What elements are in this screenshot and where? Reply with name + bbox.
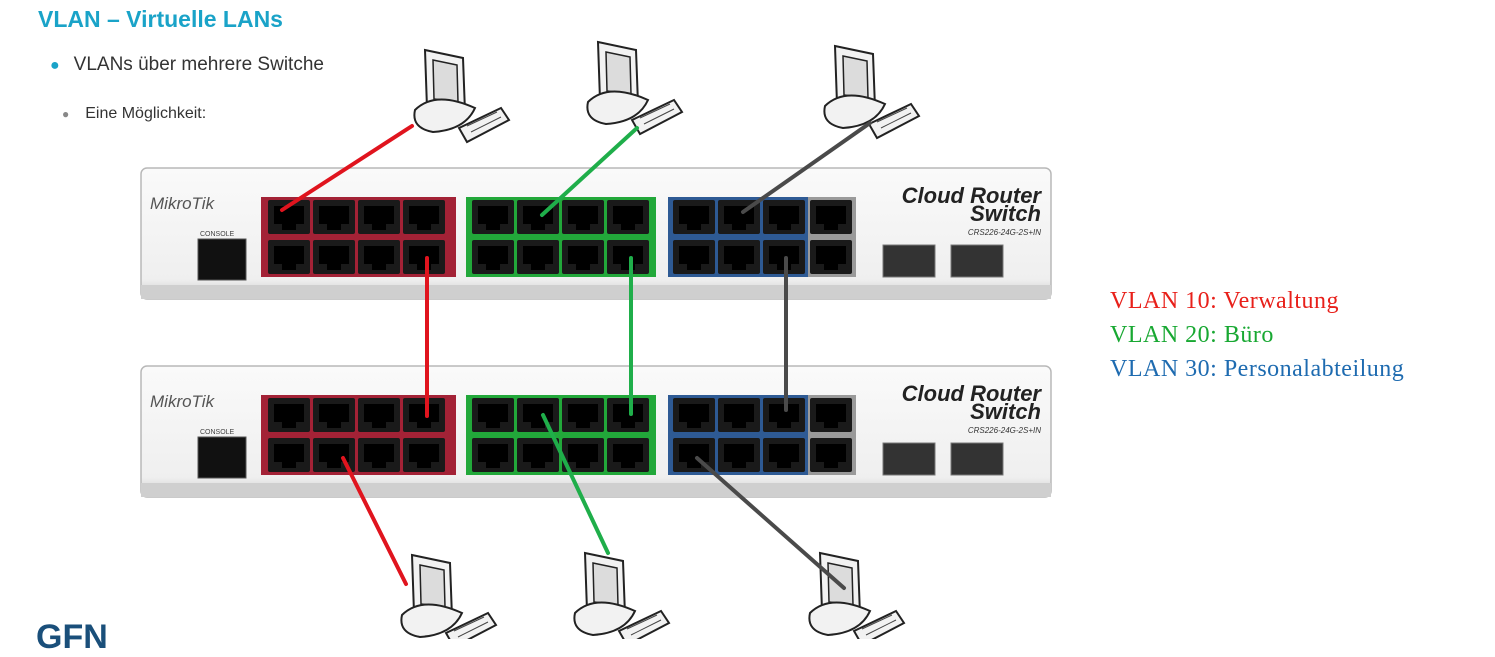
computer-icon bbox=[400, 554, 497, 639]
cable-vlan10-bottom-pc bbox=[341, 456, 408, 586]
console-port bbox=[197, 436, 247, 479]
console-label: CONSOLE bbox=[200, 231, 235, 238]
bullet-item: ● VLANs über mehrere Switche bbox=[50, 54, 324, 76]
bullet-icon: ● bbox=[62, 107, 70, 121]
model-name-line1: Cloud Router bbox=[902, 381, 1043, 406]
computer-icon bbox=[823, 45, 920, 139]
cable-vlan10-top-pc bbox=[280, 124, 414, 212]
computer-icon bbox=[573, 552, 670, 639]
legend-item-vlan30: VLAN 30: Personalabteilung bbox=[1110, 356, 1405, 382]
model-name-line1: Cloud Router bbox=[902, 183, 1043, 208]
sfp-ports bbox=[882, 244, 1004, 278]
company-logo: GFN bbox=[36, 618, 108, 656]
model-code: CRS226-24G-2S+IN bbox=[968, 426, 1041, 435]
computer-icon bbox=[808, 552, 905, 639]
legend-item-vlan20: VLAN 20: Büro bbox=[1110, 322, 1274, 348]
console-label: CONSOLE bbox=[200, 429, 235, 436]
sub-bullet-item: ● Eine Möglichkeit: bbox=[62, 105, 206, 123]
switch-bottom: MikroTik CONSOLE Cloud Router Switch CRS… bbox=[140, 365, 1052, 498]
console-port bbox=[197, 238, 247, 281]
vlan-legend: VLAN 10: Verwaltung VLAN 20: Büro VLAN 3… bbox=[1110, 284, 1404, 386]
model-name-line2: Switch bbox=[970, 399, 1041, 424]
cable-vlan30-top-pc bbox=[741, 121, 872, 214]
computer-icon bbox=[413, 49, 510, 143]
vlan-diagram: MikroTik CONSOLE Cloud Router Switch CRS… bbox=[140, 41, 1052, 639]
cable-vlan20-top-pc bbox=[540, 126, 639, 217]
bullet-icon: ● bbox=[50, 57, 60, 74]
cable-vlan30-bottom-pc bbox=[695, 456, 846, 590]
switch-top: MikroTik CONSOLE Cloud Router Switch CRS… bbox=[140, 167, 1052, 300]
model-name-line2: Switch bbox=[970, 201, 1041, 226]
cable-vlan20-bottom-pc bbox=[541, 413, 610, 555]
sfp-ports bbox=[882, 442, 1004, 476]
computer-icon bbox=[586, 41, 683, 135]
brand-logo: MikroTik bbox=[150, 392, 216, 411]
sub-bullet-text: Eine Möglichkeit: bbox=[85, 105, 207, 122]
brand-logo: MikroTik bbox=[150, 194, 216, 213]
bullet-text: VLANs über mehrere Switche bbox=[73, 54, 324, 75]
legend-item-vlan10: VLAN 10: Verwaltung bbox=[1110, 288, 1340, 314]
page-title: VLAN – Virtuelle LANs bbox=[38, 6, 283, 32]
model-code: CRS226-24G-2S+IN bbox=[968, 228, 1041, 237]
